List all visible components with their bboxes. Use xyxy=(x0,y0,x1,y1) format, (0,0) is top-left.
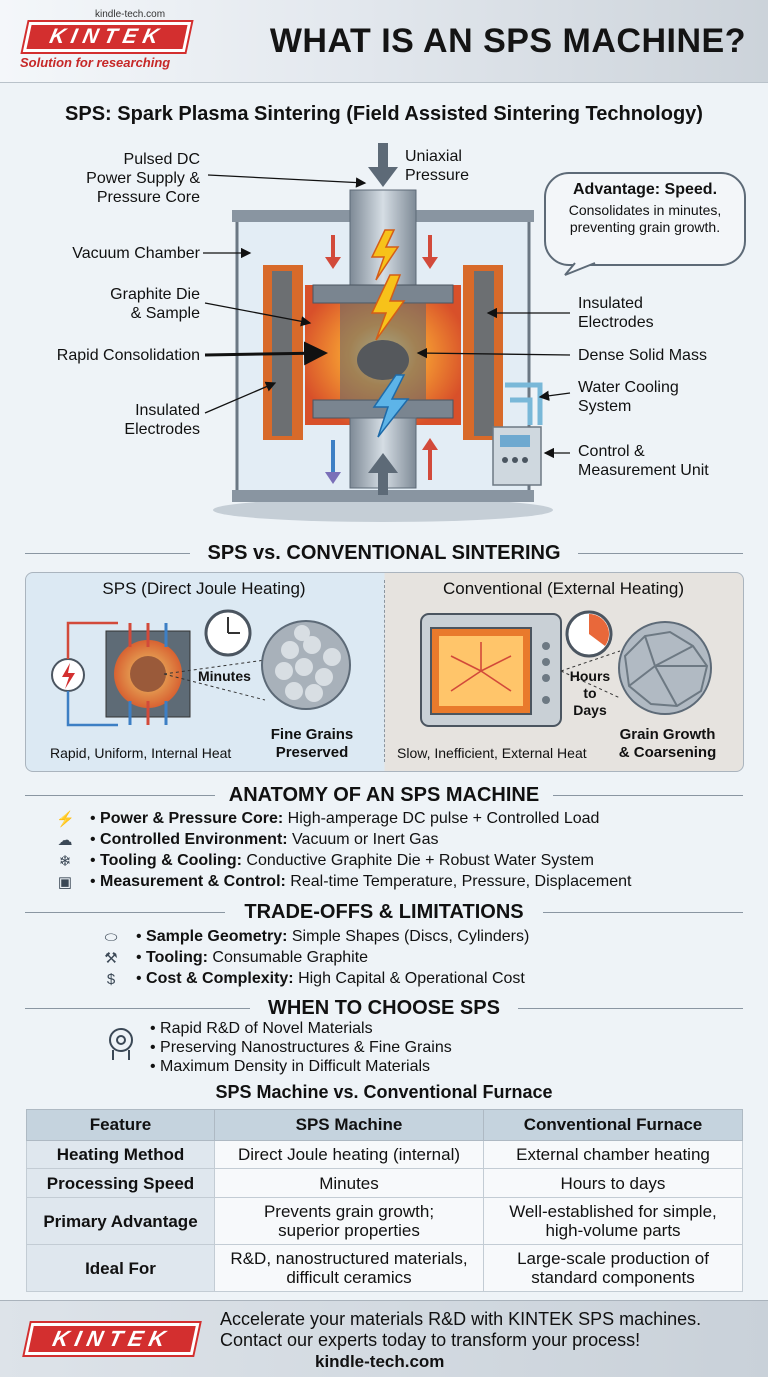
table-row: Ideal For R&D, nanostructured materials,… xyxy=(26,1244,743,1292)
sps-time: Minutes xyxy=(198,668,251,684)
choose-item: • Rapid R&D of Novel Materials xyxy=(150,1020,373,1037)
anatomy-item-label: Tooling & Cooling: xyxy=(100,852,242,869)
table-header: Feature xyxy=(26,1109,215,1141)
header: kindle-tech.com KINTEK Solution for rese… xyxy=(0,0,768,83)
brain-gear-icon xyxy=(109,1028,133,1060)
label-uniaxial-pressure: Uniaxial Pressure xyxy=(405,148,470,184)
gauge-icon: ▣ xyxy=(57,874,73,891)
table-row: Heating Method Direct Joule heating (int… xyxy=(26,1140,743,1169)
anatomy-item-label: Measurement & Control: xyxy=(100,873,286,890)
table-cell: R&D, nanostructured materials, difficult… xyxy=(214,1244,484,1292)
callout-title: Advantage: Speed. xyxy=(572,181,718,198)
label-insulated-electrodes-right: Insulated Electrodes xyxy=(578,295,654,331)
anatomy-item-label: Power & Pressure Core: xyxy=(100,810,284,827)
footer-line-1: Accelerate your materials R&D with KINTE… xyxy=(220,1309,702,1329)
snowflake-icon: ❄ xyxy=(58,853,72,870)
money-bag-icon: $ xyxy=(106,971,116,988)
table-cell: Heating Method xyxy=(26,1140,215,1169)
brand-logo[interactable]: KINTEK xyxy=(22,22,192,52)
anatomy-item-text: High-amperage DC pulse + Controlled Load xyxy=(283,810,600,827)
divider xyxy=(553,795,743,796)
tradeoff-item-label: Sample Geometry: xyxy=(146,928,288,945)
divider xyxy=(25,1008,250,1009)
footer-brand-logo[interactable]: KINTEK xyxy=(24,1323,200,1355)
label-dense-solid-mass: Dense Solid Mass xyxy=(578,347,707,364)
table-cell: Hours to days xyxy=(483,1168,743,1198)
table-cell: Direct Joule heating (internal) xyxy=(214,1140,484,1169)
sps-heating-illustration xyxy=(51,609,351,727)
conv-panel-title: Conventional (External Heating) xyxy=(443,579,684,598)
tagline: Solution for researching xyxy=(20,55,171,70)
tools-icon: ⚒ xyxy=(104,950,118,967)
label-graphite-die: Graphite Die & Sample xyxy=(110,286,200,322)
tradeoff-item-label: Cost & Complexity: xyxy=(146,970,294,987)
sps-panel-title: SPS (Direct Joule Heating) xyxy=(102,579,306,598)
table-header-row: Feature SPS Machine Conventional Furnace xyxy=(26,1109,743,1141)
site-url[interactable]: kindle-tech.com xyxy=(95,9,166,20)
anatomy-title: ANATOMY OF AN SPS MACHINE xyxy=(228,784,540,806)
callout-text: Consolidates in minutes, preventing grai… xyxy=(568,202,722,235)
choose-item: • Maximum Density in Difficult Materials xyxy=(150,1058,431,1075)
diagram-subtitle: SPS: Spark Plasma Sintering (Field Assis… xyxy=(65,103,703,125)
conv-result: Grain Growth & Coarsening xyxy=(618,726,717,761)
divider xyxy=(518,1008,743,1009)
footer-url[interactable]: kindle-tech.com xyxy=(315,1352,445,1371)
disc-icon: ⬭ xyxy=(104,929,118,946)
table-title: SPS Machine vs. Conventional Furnace xyxy=(215,1082,553,1102)
choose-title: WHEN TO CHOOSE SPS xyxy=(268,997,500,1019)
table-row: Primary Advantage Prevents grain growth;… xyxy=(26,1197,743,1245)
tradeoff-item-text: High Capital & Operational Cost xyxy=(293,970,525,987)
power-icon: ⚡ xyxy=(56,811,75,828)
table-cell: Prevents grain growth; superior properti… xyxy=(214,1197,484,1245)
divider xyxy=(25,553,190,554)
label-control-unit: Control & Measurement Unit xyxy=(578,443,709,479)
table-cell: External chamber heating xyxy=(483,1140,743,1169)
footer: KINTEK Accelerate your materials R&D wit… xyxy=(0,1300,768,1377)
table-cell: Processing Speed xyxy=(26,1168,215,1198)
table-cell: Well-established for simple, high-volume… xyxy=(483,1197,743,1245)
label-power-supply: Pulsed DC Power Supply & Pressure Core xyxy=(86,151,200,206)
choose-item: • Preserving Nanostructures & Fine Grain… xyxy=(150,1039,452,1056)
divider xyxy=(578,553,743,554)
cloud-icon: ☁ xyxy=(57,832,73,849)
tradeoffs-title: TRADE-OFFS & LIMITATIONS xyxy=(244,901,524,923)
label-vacuum-chamber: Vacuum Chamber xyxy=(72,245,200,262)
footer-line-2: Contact our experts today to transform y… xyxy=(220,1330,641,1350)
divider xyxy=(25,795,215,796)
comparison-title: SPS vs. CONVENTIONAL SINTERING xyxy=(207,542,561,564)
divider xyxy=(25,912,225,913)
anatomy-item-text: Vacuum or Inert Gas xyxy=(287,831,439,848)
sps-caption: Rapid, Uniform, Internal Heat xyxy=(50,745,232,761)
page-title: WHAT IS AN SPS MACHINE? xyxy=(269,22,746,60)
sps-machine-diagram xyxy=(203,143,746,522)
choose-list: • Rapid R&D of Novel Materials • Preserv… xyxy=(150,1019,452,1076)
divider xyxy=(543,912,743,913)
label-insulated-electrodes-left: Insulated Electrodes xyxy=(124,402,200,438)
tradeoff-item-label: Tooling: xyxy=(146,949,208,966)
conv-caption: Slow, Inefficient, External Heat xyxy=(397,745,587,761)
tradeoff-item-text: Simple Shapes (Discs, Cylinders) xyxy=(287,928,530,945)
table-cell: Minutes xyxy=(214,1168,484,1198)
conv-time: Hours to Days xyxy=(569,668,611,718)
comparison-table: Feature SPS Machine Conventional Furnace… xyxy=(26,1109,743,1292)
sps-result: Fine Grains Preserved xyxy=(270,726,354,761)
table-row: Processing Speed Minutes Hours to days xyxy=(26,1168,743,1198)
conv-heating-illustration xyxy=(420,610,712,727)
table-header: Conventional Furnace xyxy=(483,1109,743,1141)
label-water-cooling: Water Cooling System xyxy=(578,379,679,415)
tradeoff-item-text: Consumable Graphite xyxy=(207,949,369,966)
anatomy-item-text: Conductive Graphite Die + Robust Water S… xyxy=(241,852,594,869)
table-cell: Ideal For xyxy=(26,1244,215,1292)
table-header: SPS Machine xyxy=(214,1109,484,1141)
anatomy-item-text: Real-time Temperature, Pressure, Displac… xyxy=(285,873,632,890)
anatomy-item-label: Controlled Environment: xyxy=(100,831,288,848)
label-rapid-consolidation: Rapid Consolidation xyxy=(56,347,200,364)
divider xyxy=(384,580,385,762)
table-cell: Large-scale production of standard compo… xyxy=(483,1244,743,1292)
table-cell: Primary Advantage xyxy=(26,1197,215,1245)
